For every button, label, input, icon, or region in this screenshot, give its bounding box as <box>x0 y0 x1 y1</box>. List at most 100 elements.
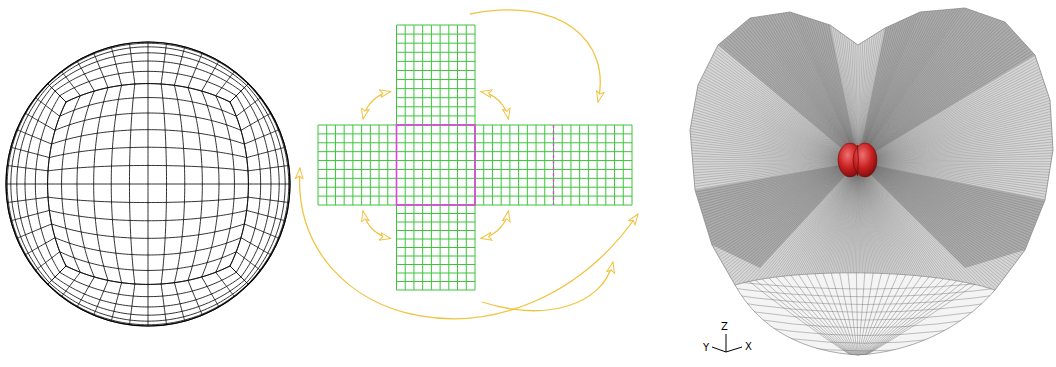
mesh-line <box>839 270 858 360</box>
mesh-line <box>858 53 1033 162</box>
mesh-line <box>858 162 1046 194</box>
mesh-line <box>858 43 1024 162</box>
mesh-line <box>858 8 966 162</box>
mesh-line <box>708 65 858 162</box>
grid-line <box>62 272 81 296</box>
grid-line <box>554 178 633 179</box>
mesh-line <box>720 280 1010 289</box>
mesh-line <box>858 120 1051 162</box>
grid-line <box>111 47 121 86</box>
mesh-line <box>799 15 858 162</box>
mesh-line <box>858 18 907 162</box>
mesh-line <box>858 270 865 360</box>
mesh-line <box>858 21 1003 162</box>
mesh-line <box>695 104 858 162</box>
grid-line <box>457 25 458 125</box>
mesh-line <box>858 12 925 162</box>
mesh-line <box>858 45 1026 162</box>
mesh-line <box>720 313 1010 328</box>
grid-line <box>397 169 476 170</box>
grid-line <box>48 43 248 84</box>
grid-line <box>48 165 248 170</box>
grid-line <box>554 187 633 188</box>
grid-line <box>475 160 554 161</box>
grid-line <box>230 266 248 284</box>
grid-line <box>554 142 633 143</box>
wrap-arrow <box>363 92 391 120</box>
mesh-line <box>858 162 1019 258</box>
grid-line <box>17 130 52 144</box>
mesh-line <box>720 345 1010 367</box>
mesh-line <box>858 11 930 162</box>
mesh-line <box>858 22 1005 162</box>
mesh-line <box>858 270 934 360</box>
grid-line <box>244 88 279 281</box>
mesh-line <box>858 162 1045 200</box>
grid-line <box>94 280 108 315</box>
grid-line <box>216 71 235 95</box>
mesh-line <box>858 12 977 162</box>
grid-line <box>422 125 423 205</box>
grid-line <box>536 125 537 205</box>
grid-line <box>335 125 336 205</box>
mesh-line <box>858 162 1051 164</box>
mesh-line <box>711 60 858 162</box>
mesh-line <box>858 162 1001 282</box>
grid-line <box>397 160 476 161</box>
grid-line <box>544 125 545 205</box>
mesh-3d <box>690 8 1053 367</box>
grid-line <box>397 264 476 265</box>
mesh-line <box>740 162 858 290</box>
grid-line <box>55 113 241 130</box>
mesh-line <box>858 16 912 162</box>
mesh-line <box>692 117 858 162</box>
mesh-line <box>858 29 1011 162</box>
grid-line <box>554 151 633 152</box>
mesh-line <box>735 270 858 360</box>
mesh-line <box>858 270 882 360</box>
grid-line <box>48 184 249 185</box>
mesh-line <box>858 15 914 162</box>
mesh-line <box>701 80 858 162</box>
mesh-line <box>858 162 1032 233</box>
grid-line <box>230 84 248 102</box>
grid-line <box>554 196 633 197</box>
mesh-line <box>698 87 858 162</box>
grid-line <box>236 252 260 271</box>
mesh-line <box>720 326 1010 344</box>
grid-line <box>361 125 362 205</box>
mesh-line <box>691 145 858 162</box>
grid-line <box>554 125 633 126</box>
mesh-line <box>858 26 889 162</box>
mesh-line <box>778 14 858 162</box>
mesh-line <box>696 96 858 162</box>
grid-line <box>614 125 615 205</box>
grid-line <box>527 125 528 205</box>
mesh-line <box>729 36 858 162</box>
grid-line <box>440 125 441 205</box>
seam-line <box>553 125 554 205</box>
axis-label: Z <box>721 322 728 332</box>
mesh-line <box>858 20 902 162</box>
mesh-line <box>858 162 1050 167</box>
grid-line <box>579 125 580 205</box>
wrap-arrow <box>482 262 613 311</box>
grid-line <box>554 160 633 161</box>
grid-line <box>318 178 397 179</box>
grid-line <box>216 96 235 273</box>
grid-line <box>475 125 554 126</box>
grid-line <box>397 247 476 248</box>
grid-line <box>405 125 406 205</box>
wrap-arrow <box>481 92 509 120</box>
grid-line <box>94 53 108 88</box>
grid-line <box>6 184 48 185</box>
mesh-line <box>858 35 1017 162</box>
grid-line <box>422 25 423 125</box>
mesh-line <box>692 153 858 162</box>
mesh-line <box>858 95 1048 162</box>
grid-line <box>475 25 476 125</box>
mesh-line <box>691 137 858 162</box>
grid-line <box>48 266 66 284</box>
mesh-line <box>695 101 858 162</box>
grid-line <box>318 133 397 134</box>
